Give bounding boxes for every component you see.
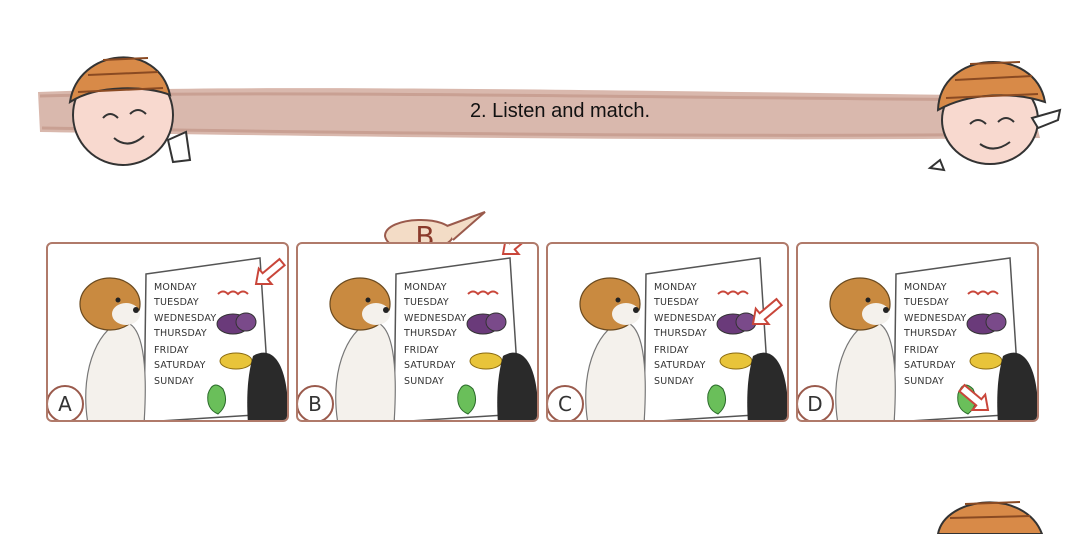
panel-letter-c: C — [548, 385, 584, 420]
schedule-day-friday: FRIDAY — [154, 345, 189, 356]
schedule-day-monday: MONDAY — [154, 282, 197, 293]
schedule-day-wednesday: WEDNESDAY — [654, 313, 717, 324]
schedule-day-thursday: THURSDAY — [904, 328, 957, 339]
schedule-day-sunday: SUNDAY — [654, 376, 695, 387]
schedule-day-tuesday: TUESDAY — [904, 297, 949, 308]
mascot-left-icon — [68, 56, 192, 166]
schedule-day-thursday: THURSDAY — [654, 328, 707, 339]
schedule-day-tuesday: TUESDAY — [404, 297, 449, 308]
mascot-right-icon — [927, 60, 1062, 172]
schedule-day-tuesday: TUESDAY — [654, 297, 699, 308]
schedule-day-sunday: SUNDAY — [404, 376, 445, 387]
page-title: 2. Listen and match. — [469, 100, 651, 122]
schedule-day-monday: MONDAY — [404, 282, 447, 293]
schedule-day-thursday: THURSDAY — [154, 328, 207, 339]
schedule-day-wednesday: WEDNESDAY — [904, 313, 967, 324]
schedule-day-friday: FRIDAY — [654, 345, 689, 356]
panel-scene — [79, 257, 287, 420]
schedule-day-saturday: SATURDAY — [404, 360, 456, 371]
panel-c[interactable]: MONDAY TUESDAY WEDNESDAY THURSDAY FRIDAY SATU… — [546, 242, 789, 422]
schedule-day-tuesday: TUESDAY — [154, 297, 199, 308]
schedule-day-saturday: SATURDAY — [654, 360, 706, 371]
schedule-day-sunday: SUNDAY — [904, 376, 945, 387]
panel-scene — [829, 257, 1037, 420]
panel-scene — [579, 257, 787, 420]
panel-b[interactable]: MONDAY TUESDAY WEDNESDAY THURSDAY FRIDAY SATU… — [296, 242, 539, 422]
schedule-day-sunday: SUNDAY — [154, 376, 195, 387]
panel-letter-b: B — [298, 385, 334, 420]
schedule-day-saturday: SATURDAY — [154, 360, 206, 371]
schedule-day-friday: FRIDAY — [904, 345, 939, 356]
panel-d[interactable]: MONDAY TUESDAY WEDNESDAY THURSDAY FRIDAY SATU… — [796, 242, 1039, 422]
panel-letter-a: A — [48, 385, 84, 420]
panel-a[interactable]: MONDAY TUESDAY WEDNESDAY THURSDAY FRIDAY SATU… — [46, 242, 289, 422]
panel-letter-d: D — [798, 385, 834, 420]
schedule-day-wednesday: WEDNESDAY — [154, 313, 217, 324]
schedule-day-monday: MONDAY — [904, 282, 947, 293]
schedule-day-monday: MONDAY — [654, 282, 697, 293]
schedule-day-saturday: SATURDAY — [904, 360, 956, 371]
mascot-bottom-icon — [936, 501, 1044, 534]
schedule-day-friday: FRIDAY — [404, 345, 439, 356]
schedule-day-thursday: THURSDAY — [404, 328, 457, 339]
schedule-day-wednesday: WEDNESDAY — [404, 313, 467, 324]
panel-scene — [329, 244, 537, 420]
